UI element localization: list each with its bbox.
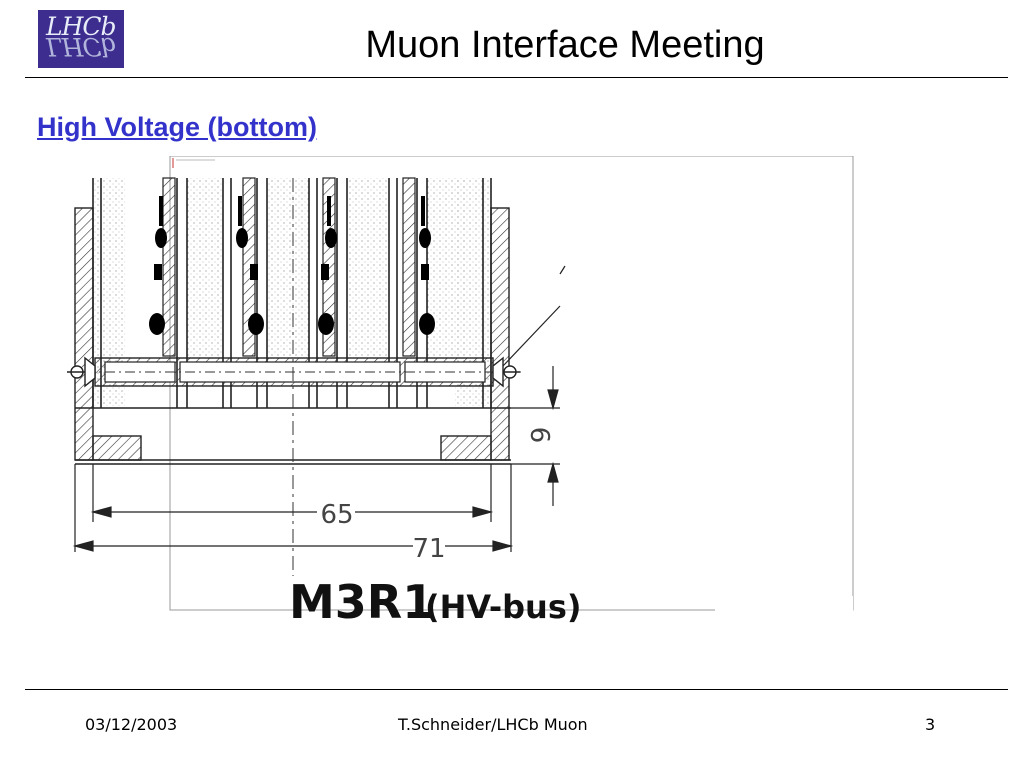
dimension-71-label: 71 — [412, 534, 445, 564]
footer-author: T.Schneider/LHCb Muon — [398, 715, 588, 734]
footer-date: 03/12/2003 — [85, 715, 178, 734]
slide-title: Muon Interface Meeting — [365, 24, 765, 66]
drawing-caption-sub: (HV-bus) — [425, 588, 581, 626]
footer-divider — [25, 689, 1008, 690]
dimension-9-label: 9 — [527, 427, 557, 444]
logo-text: LHCb — [46, 12, 117, 41]
dimension-65-label: 65 — [320, 500, 353, 530]
footer-page-number: 3 — [925, 715, 936, 734]
technical-drawing: 65 71 9 M3R1 (HV-bus) — [67, 156, 854, 629]
slide-subtitle: High Voltage (bottom) — [37, 112, 317, 142]
title-divider — [25, 77, 1008, 78]
lhcb-logo: LHCb LHCb — [38, 10, 124, 68]
logo-text-reflection: LHCb — [46, 32, 116, 61]
drawing-caption-main: M3R1 — [289, 575, 434, 629]
